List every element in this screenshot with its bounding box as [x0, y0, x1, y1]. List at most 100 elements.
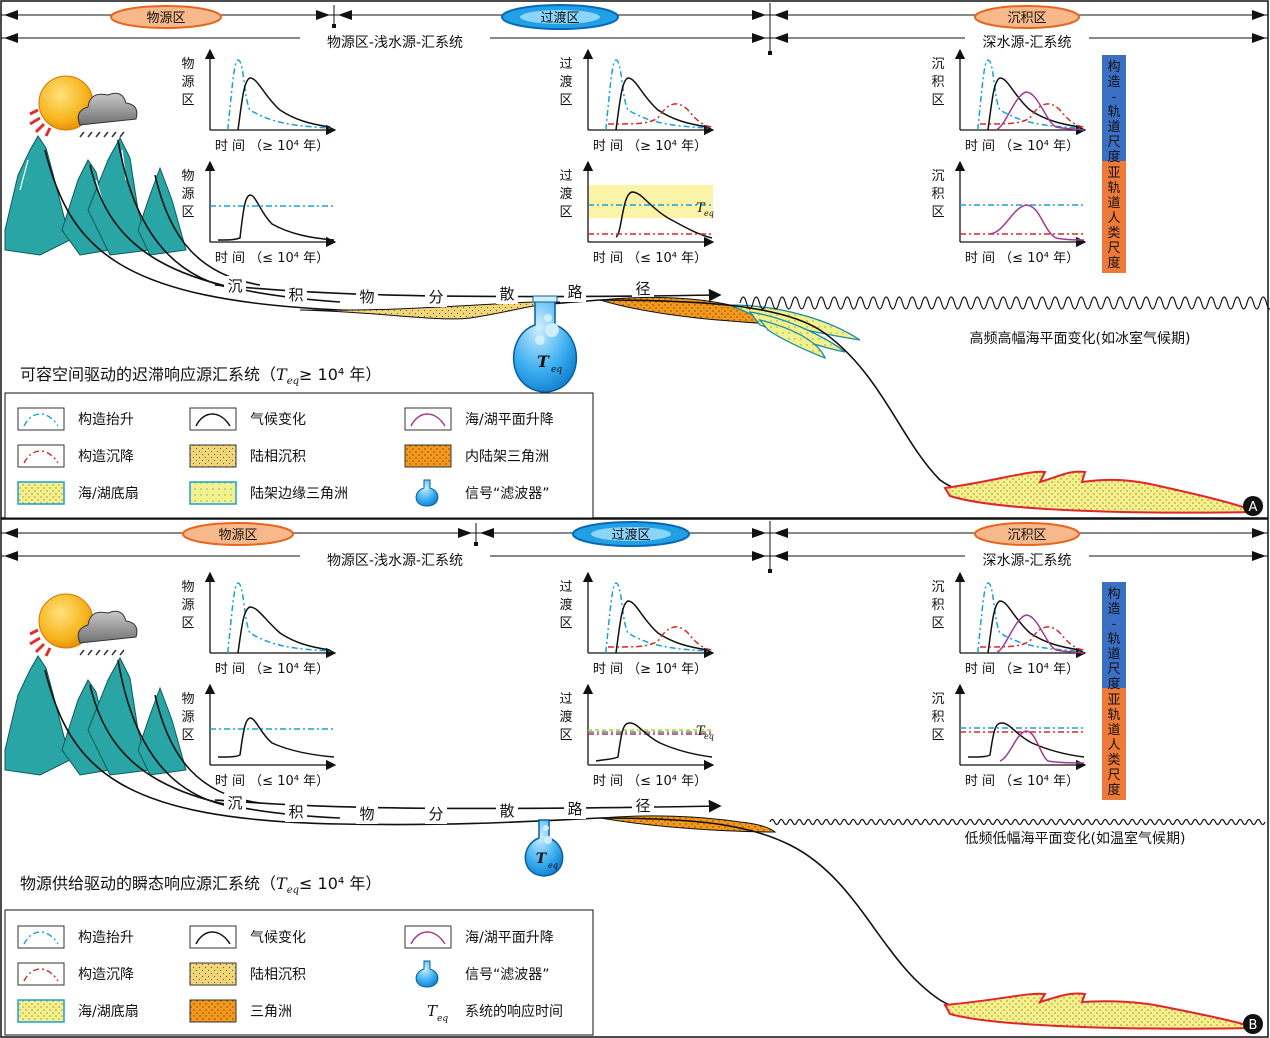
y-axis-label: 区 [931, 93, 944, 108]
y-axis-label: 过 [559, 692, 572, 707]
legend-label: 陆相沉积 [250, 967, 306, 983]
zone-label-transition: 过渡区 [611, 527, 650, 543]
orbital-scale-label: 道 [1107, 647, 1120, 662]
y-axis-label: 区 [559, 205, 572, 220]
svg-text:积: 积 [288, 803, 303, 821]
deep-sea-fan [943, 992, 1259, 1030]
orbital-scale-label: 构 [1107, 587, 1120, 602]
sub-orbital-scale-label: 度 [1107, 255, 1120, 271]
sea-level-wave-high [739, 296, 1270, 310]
panel-a-title: 可容空间驱动的迟滞响应源汇系统（Teq≥ 10⁴ 年） [20, 365, 381, 387]
y-axis-label: 积 [931, 598, 944, 613]
y-axis-label: 物 [181, 169, 194, 184]
subsidence-curve [607, 626, 713, 651]
sub-orbital-scale-label: 类 [1107, 226, 1120, 241]
delta-symbol [404, 444, 452, 468]
legend-label: 信号“滤波器” [465, 967, 550, 983]
legend-label: 构造抬升 [78, 930, 134, 946]
sun-cloud-icon [29, 75, 138, 138]
x-axis-label: 时 间 （≤ 10⁴ 年） [593, 251, 707, 266]
panel-a: 物源区 过渡区 沉积区 物源区-浅水源-汇系统 深水源-汇系统 [0, 0, 1270, 519]
teq-label: T [696, 201, 706, 216]
climate-curve [615, 77, 709, 131]
x-axis-label: 时 间 （≤ 10⁴ 年） [965, 774, 1079, 789]
svg-text:沉: 沉 [227, 277, 242, 295]
panel-b: 物源区 过渡区 沉积区 物源区-浅水源-汇系统 深水源-汇系统 [0, 518, 1269, 1038]
signal-filter-flask-icon: T eq [513, 295, 577, 393]
legend-item-uplift: 构造抬升 [17, 407, 134, 431]
svg-text:T: T [537, 352, 550, 371]
delta-deposit [599, 815, 777, 833]
shelf-margin-delta [729, 304, 861, 360]
subsidence-symbol [23, 450, 59, 464]
x-axis-label: 时 间 （≥ 10⁴ 年） [215, 662, 329, 677]
panel-a-letter: A [1249, 500, 1258, 515]
y-axis-label: 物 [181, 57, 194, 72]
svg-text:沉: 沉 [227, 794, 242, 812]
orbital-scale-label: 轨 [1107, 105, 1120, 120]
y-axis-label: 物 [181, 580, 194, 595]
svg-text:积: 积 [288, 286, 303, 304]
sub-orbital-scale-label: 尺 [1107, 241, 1120, 256]
deep-sea-fan [943, 470, 1259, 514]
legend-swatch [404, 925, 452, 949]
y-axis-label: 区 [559, 728, 572, 743]
legend-swatch [189, 925, 237, 949]
orbital-scale-label: - [1112, 617, 1117, 632]
orbital-scale-bar [1102, 55, 1126, 161]
svg-text:路: 路 [567, 283, 582, 301]
legend-item-filter: 信号“滤波器” [415, 479, 550, 507]
y-axis-label: 沉 [931, 57, 944, 72]
legend-swatch [17, 925, 65, 949]
y-axis-label: 积 [931, 187, 944, 202]
y-axis-label: 区 [931, 616, 944, 631]
legend-label: 气候变化 [250, 412, 306, 428]
svg-text:分: 分 [428, 805, 443, 823]
legend-item-fan: 海/湖底扇 [17, 999, 139, 1023]
legend-label: 陆相沉积 [250, 449, 306, 465]
legend-swatch [17, 407, 65, 431]
margin-delta-symbol [189, 481, 237, 505]
continental-symbol [189, 962, 237, 986]
y-axis-label: 积 [931, 710, 944, 725]
uplift-curve [605, 582, 709, 653]
x-axis-label: 时 间 （≥ 10⁴ 年） [965, 139, 1079, 154]
legend-item-margin_delta: 陆架边缘三角洲 [189, 481, 348, 505]
zone-label-source: 物源区 [146, 11, 185, 26]
orbital-scale-label: 度 [1107, 676, 1120, 692]
legend-label: 海/湖底扇 [78, 486, 139, 502]
y-axis-label: 区 [181, 616, 194, 631]
legend-item-filter: 信号“滤波器” [415, 960, 550, 988]
y-axis-label: 区 [559, 616, 572, 631]
sea-level-curve [999, 730, 1085, 764]
sea-level-label: 高频高幅海平面变化(如冰室气候期) [970, 330, 1191, 347]
y-axis-label: 源 [181, 75, 194, 90]
y-axis-label: 源 [181, 598, 194, 613]
x-axis-label: 时 间 （≤ 10⁴ 年） [215, 251, 329, 266]
y-axis-label: 过 [559, 169, 572, 184]
y-axis-label: 区 [931, 728, 944, 743]
subsidence-curve [979, 103, 1085, 128]
x-axis-label: 时 间 （≥ 10⁴ 年） [593, 139, 707, 154]
climate-symbol [195, 931, 231, 945]
sea-level-curve [995, 91, 1085, 131]
orbital-scale-label: 尺 [1107, 135, 1120, 150]
legend-item-fan: 海/湖底扇 [17, 481, 139, 505]
y-axis-label: 源 [181, 710, 194, 725]
legend-label: 构造抬升 [78, 412, 134, 428]
zone-label-sink: 沉积区 [1007, 11, 1046, 26]
legend-label: 陆架边缘三角洲 [250, 486, 348, 502]
sea-level-wave-low [769, 818, 1266, 826]
uplift-curve [227, 59, 331, 130]
legend-label: 海/湖平面升降 [465, 412, 554, 428]
continental-slope [599, 817, 1261, 1029]
sea-level-curve [989, 204, 1085, 241]
x-axis-label: 时 间 （≥ 10⁴ 年） [965, 662, 1079, 677]
